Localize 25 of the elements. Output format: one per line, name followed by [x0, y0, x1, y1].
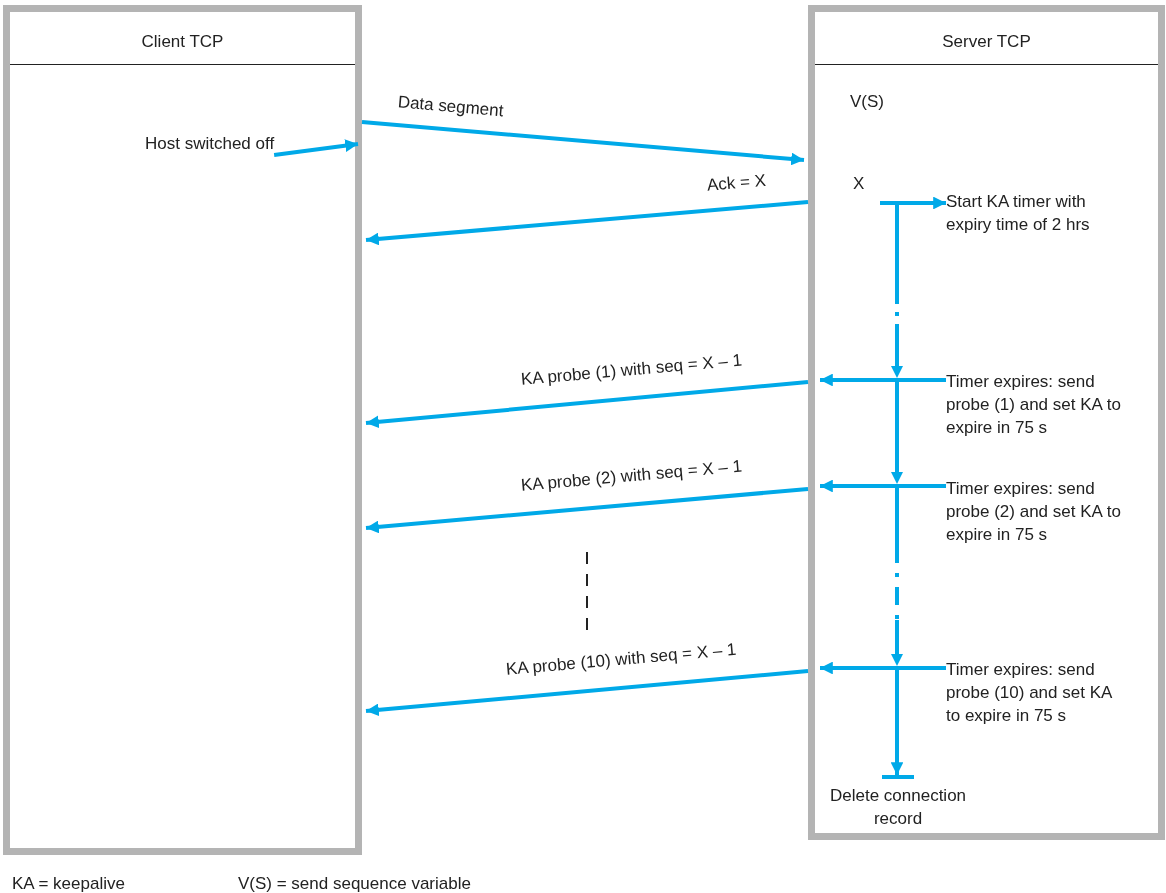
lane-title: Server TCP	[942, 32, 1031, 52]
lane-title: Client TCP	[141, 32, 224, 52]
arrow	[820, 373, 946, 387]
arrow	[365, 380, 809, 429]
annotation-text: Delete connection record	[818, 775, 978, 830]
annotation-text: Timer expires: send probe (2) and set KA to expire in 75 s	[946, 477, 1126, 546]
variable-label: X	[853, 173, 865, 195]
legend-note: V(S) = send sequence variable	[238, 873, 471, 893]
lifeline-box	[3, 5, 362, 855]
note-text: Host switched off	[145, 132, 275, 155]
variable-label: V(S)	[850, 91, 884, 113]
annotation-text: Timer expires: send probe (10) and set KA to expire in 75 s	[946, 658, 1126, 727]
arrow	[365, 669, 809, 717]
lifeline-box	[808, 5, 1165, 840]
arrow	[897, 196, 946, 210]
arrow	[890, 668, 904, 775]
arrow	[820, 479, 946, 493]
arrow	[365, 200, 809, 246]
arrow	[273, 139, 359, 157]
arrow	[361, 120, 805, 166]
legend-note: KA = keepalive	[12, 873, 125, 893]
annotation-text: Timer expires: send probe (1) and set KA to expire in 75 s	[946, 370, 1126, 439]
arrow	[365, 487, 809, 534]
annotation-text: Start KA timer with expiry time of 2 hrs	[946, 190, 1096, 236]
arrow	[820, 661, 946, 675]
